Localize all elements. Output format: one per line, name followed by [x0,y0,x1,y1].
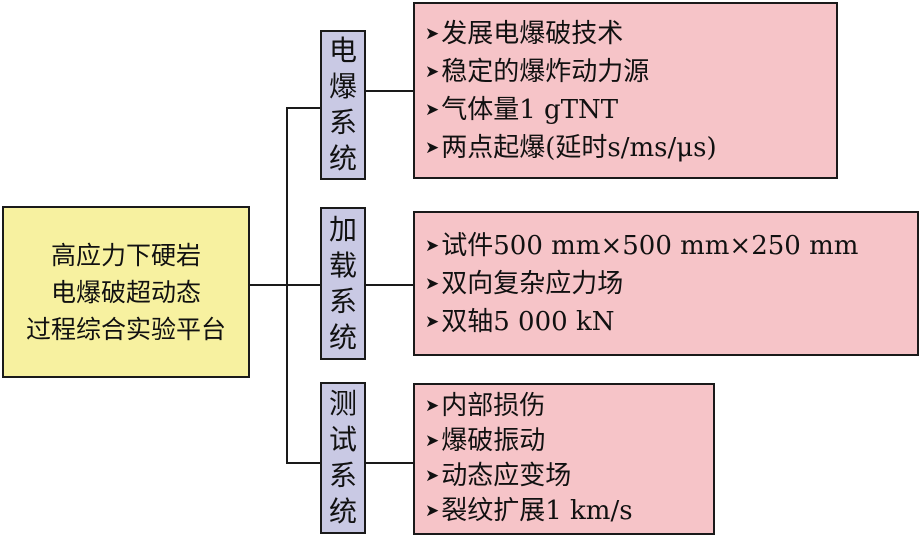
arrowhead-right-icon: ➤ [425,396,440,416]
system-node-loading: 加 载 系 统 [320,207,366,360]
arrowhead-right-icon: ➤ [425,501,440,521]
system-char: 加 [328,212,357,246]
arrowhead-right-icon: ➤ [425,311,440,332]
connector-sys3-to-detail [366,462,413,464]
system-char: 系 [328,459,357,492]
detail-item-text: 发展电爆破技术 [441,18,624,49]
detail-node-loading: ➤试件500 mm×500 mm×250 mm ➤双向复杂应力场 ➤双轴5 00… [413,211,919,356]
connector-sys1-to-detail [366,90,413,92]
detail-item-text: 内部损伤 [441,391,546,421]
detail-item: ➤稳定的爆炸动力源 [425,53,836,91]
arrowhead-right-icon: ➤ [425,61,440,82]
detail-item-text: 裂纹扩展1 km/s [441,496,633,526]
system-char: 载 [328,248,357,282]
detail-item-text: 双向复杂应力场 [441,268,624,299]
detail-node-testing: ➤内部损伤 ➤爆破振动 ➤动态应变场 ➤裂纹扩展1 km/s [413,383,715,535]
detail-item: ➤爆破振动 [425,424,713,459]
detail-item-text: 爆破振动 [441,426,546,456]
root-node: 高应力下硬岩 电爆破超动态 过程综合实验平台 [2,206,250,378]
system-node-testing: 测 试 系 统 [320,382,366,534]
connector-branch-3 [286,462,320,464]
detail-item: ➤双轴5 000 kN [425,303,917,341]
system-char: 统 [328,142,357,175]
arrowhead-right-icon: ➤ [425,99,440,120]
detail-item-text: 双轴5 000 kN [441,306,615,337]
detail-item-text: 试件500 mm×500 mm×250 mm [441,230,859,261]
detail-item: ➤内部损伤 [425,389,713,424]
root-line: 高应力下硬岩 [50,240,201,270]
detail-item-text: 气体量1 gTNT [441,94,619,125]
system-char: 试 [328,423,357,456]
system-char: 系 [328,284,357,318]
detail-item: ➤两点起爆(延时s/ms/μs) [425,129,836,167]
system-char: 统 [328,320,357,354]
system-char: 统 [328,495,357,528]
system-char: 测 [328,387,357,420]
detail-item: ➤试件500 mm×500 mm×250 mm [425,227,917,265]
detail-item: ➤双向复杂应力场 [425,265,917,303]
system-char: 爆 [328,70,357,103]
detail-item: ➤气体量1 gTNT [425,91,836,129]
system-char: 系 [328,106,357,139]
arrowhead-right-icon: ➤ [425,431,440,451]
detail-item-text: 动态应变场 [441,461,572,491]
connector-branch-1 [286,107,320,109]
detail-item: ➤裂纹扩展1 km/s [425,494,713,529]
arrowhead-right-icon: ➤ [425,235,440,256]
detail-item-text: 两点起爆(延时s/ms/μs) [441,132,717,163]
detail-item: ➤动态应变场 [425,459,713,494]
arrowhead-right-icon: ➤ [425,273,440,294]
detail-item-text: 稳定的爆炸动力源 [441,56,650,87]
detail-node-electric-blasting: ➤发展电爆破技术 ➤稳定的爆炸动力源 ➤气体量1 gTNT ➤两点起爆(延时s/… [413,2,838,179]
root-line: 过程综合实验平台 [25,314,226,344]
detail-item: ➤发展电爆破技术 [425,15,836,53]
arrowhead-right-icon: ➤ [425,137,440,158]
arrowhead-right-icon: ➤ [425,466,440,486]
connector-root-to-trunk [250,284,287,286]
arrowhead-right-icon: ➤ [425,23,440,44]
system-node-electric-blasting: 电 爆 系 统 [320,30,366,180]
system-char: 电 [328,34,357,67]
root-line: 电爆破超动态 [50,277,201,307]
connector-branch-2 [286,284,320,286]
connector-sys2-to-detail [366,284,413,286]
